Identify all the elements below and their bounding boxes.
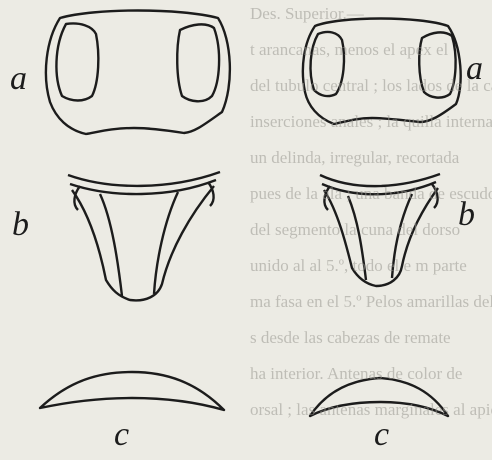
- ghost-line-4: inserciones anales ; la quilla interna: [250, 112, 492, 132]
- label-c-right: c: [374, 418, 389, 452]
- ghost-line-9: ma fasa en el 5.º Pelos amarillas del: [250, 292, 492, 312]
- ghost-line-11: ha interior. Antenas de color de: [250, 364, 492, 384]
- label-c-left: c: [114, 418, 129, 452]
- label-b-right: b: [458, 198, 475, 232]
- ghost-line-6: pues de la ala ; una banda de escudo: [250, 184, 492, 204]
- ghost-line-10: s desde las cabezas de remate: [250, 328, 492, 348]
- ghost-line-2: t arancanas, menos el apex el: [250, 40, 492, 60]
- shape-a-left: [46, 11, 230, 135]
- ghost-line-8: unido al al 5.º, todo el e m parte: [250, 256, 492, 276]
- label-b-left: b: [12, 208, 29, 242]
- shape-b-left: [68, 172, 220, 300]
- ghost-line-5: un delinda, irregular, recortada: [250, 148, 492, 168]
- ghost-line-12: orsal ; las antenas marginales al apice: [250, 400, 492, 420]
- ghost-line-1: Des. Superior.—: [250, 4, 492, 24]
- shape-c-left: [40, 372, 224, 410]
- ghost-line-7: del segmento la cuna del dorso: [250, 220, 492, 240]
- label-a-left: a: [10, 62, 27, 96]
- shape-a-right: [303, 19, 461, 125]
- ghost-line-3: del tubulo central ; los lados de la cab…: [250, 76, 492, 96]
- label-a-right: a: [466, 52, 483, 86]
